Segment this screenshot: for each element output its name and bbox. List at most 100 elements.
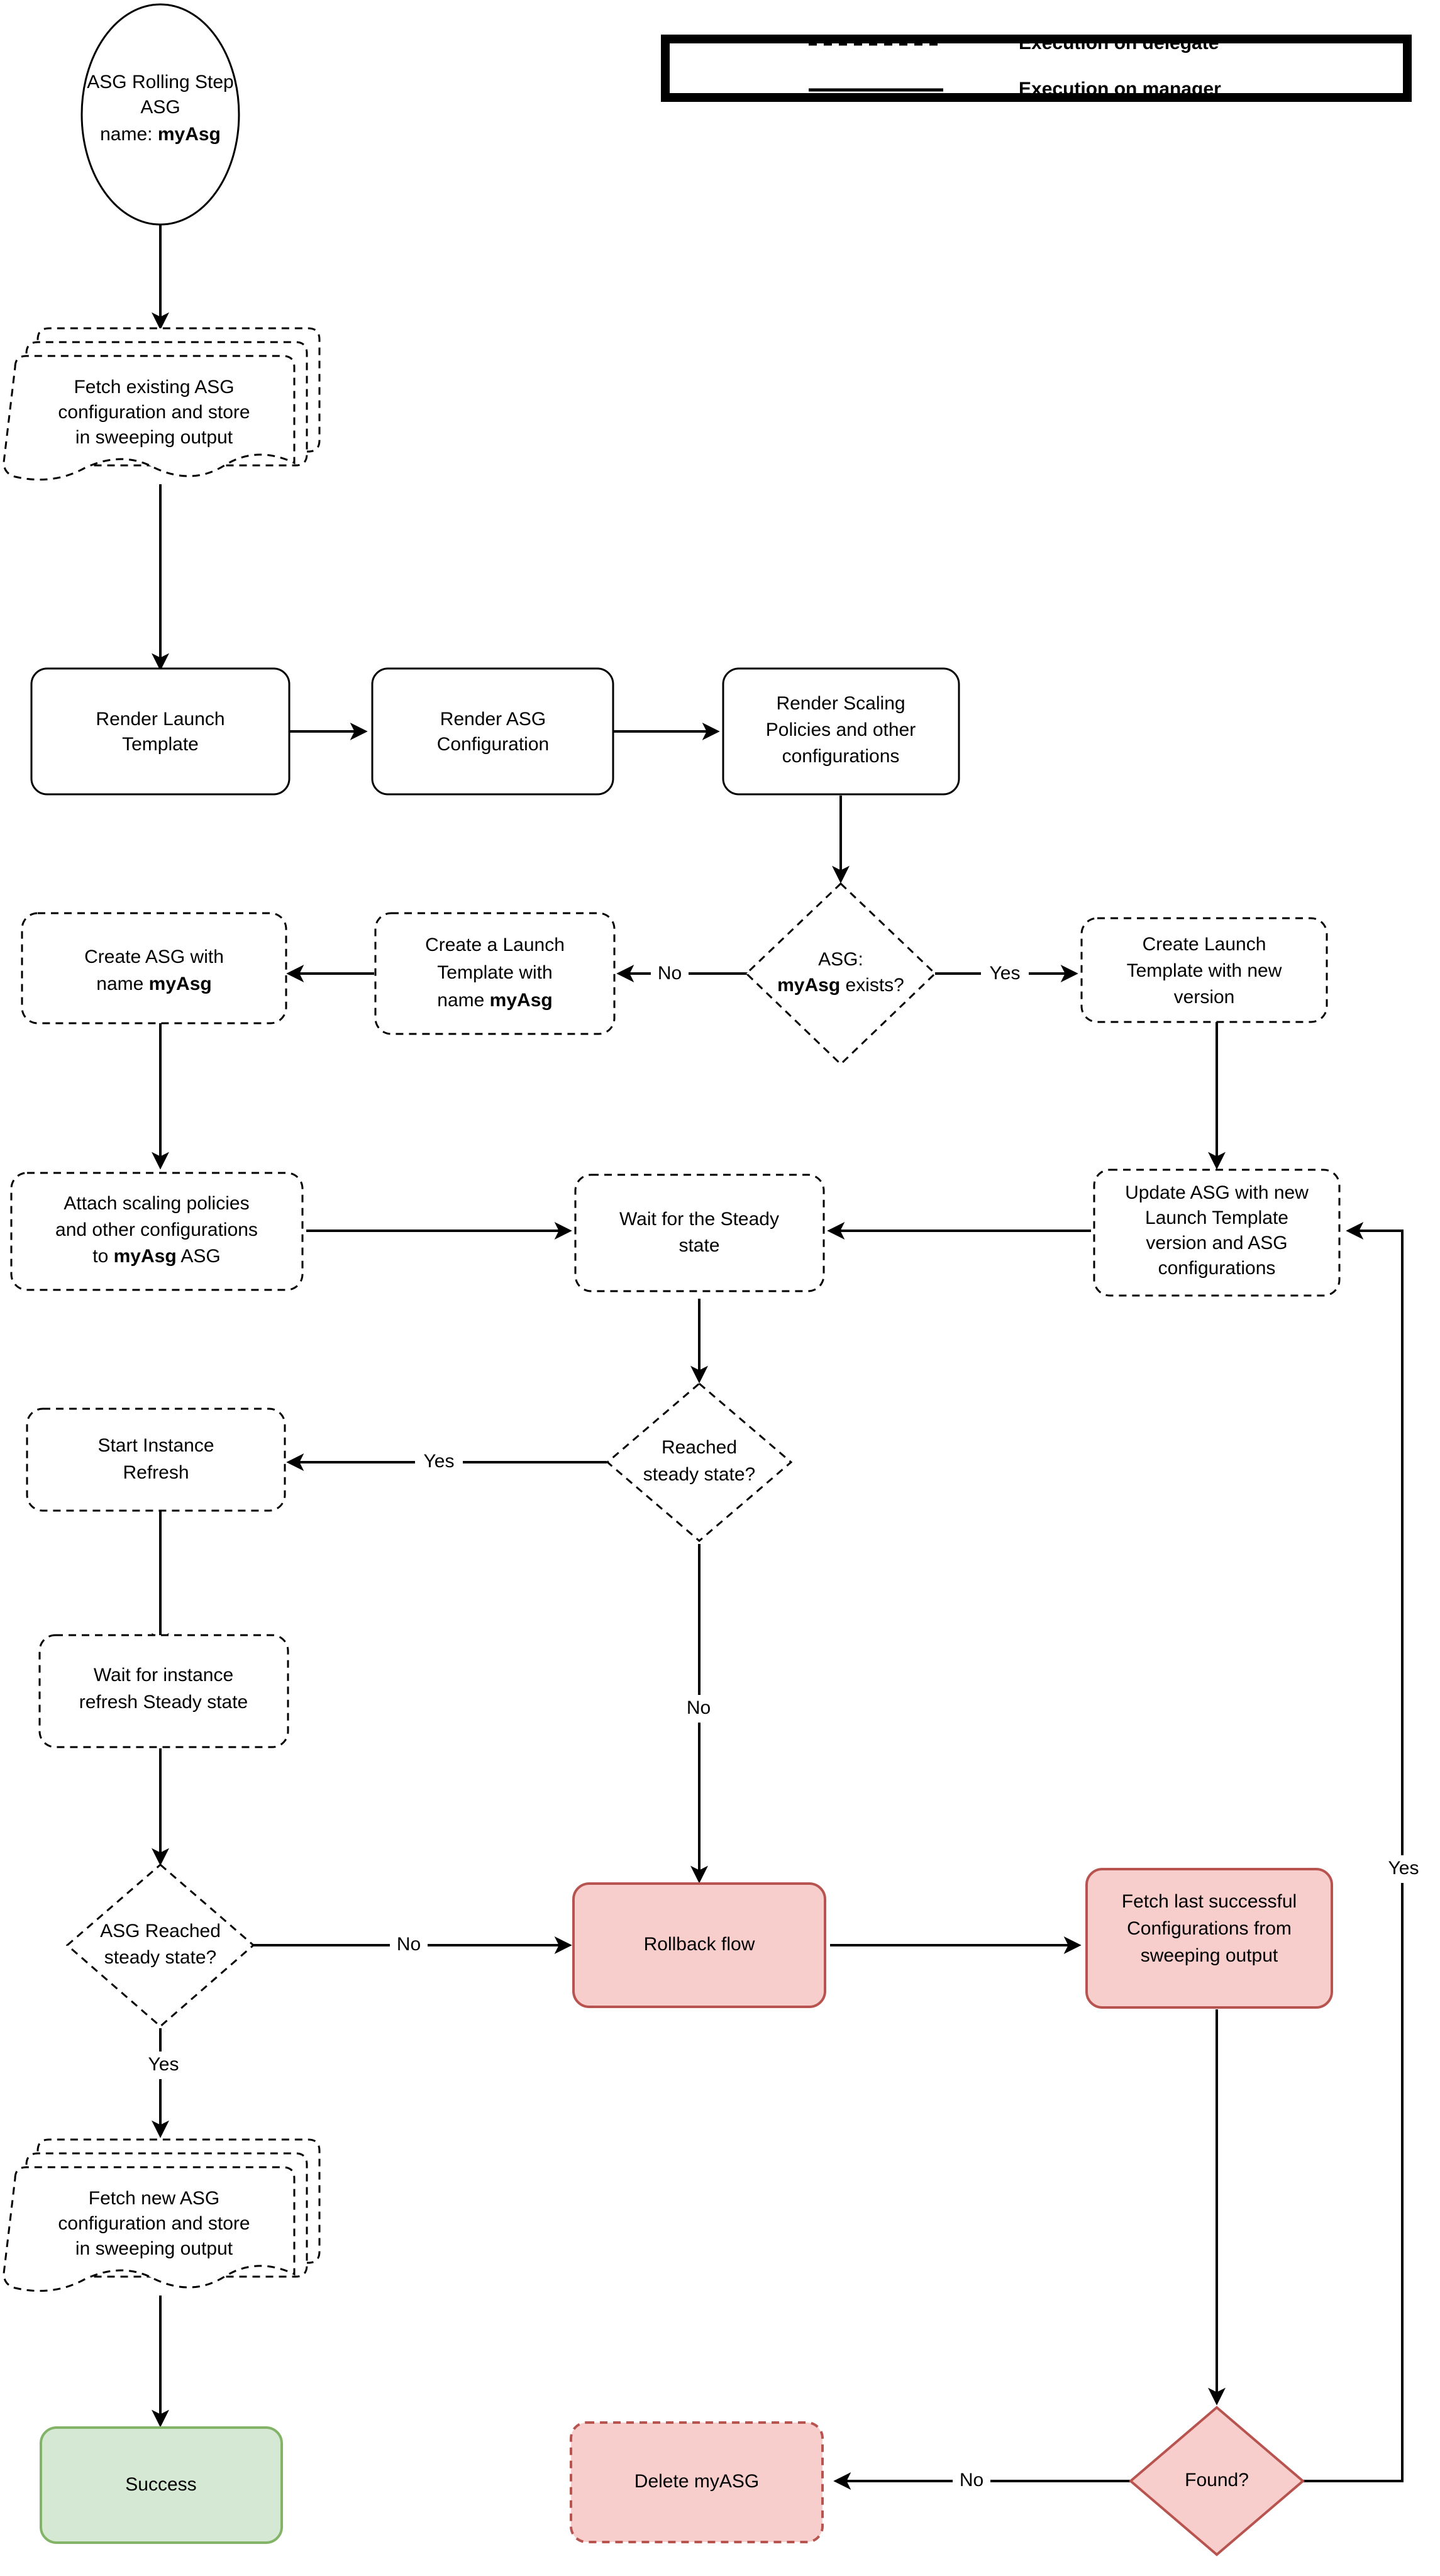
node-rollback-flow[interactable]: Rollback flow — [572, 1882, 826, 2008]
found-label: Found? — [1185, 2470, 1249, 2490]
delete-myasg-label: Delete myASG — [634, 2471, 759, 2492]
asg-reached-steady-line2: steady state? — [104, 1947, 216, 1968]
wait-instance-refresh-line2: refresh Steady state — [79, 1692, 248, 1713]
start-label-prefix: name: — [100, 124, 158, 145]
render-scaling-line3: configurations — [782, 746, 900, 767]
start-label-line2: ASG — [140, 97, 180, 118]
attach-policies-asgname: myAsg — [114, 1246, 177, 1267]
start-instance-refresh-line2: Refresh — [123, 1462, 189, 1483]
render-launch-template-box — [30, 667, 291, 796]
fetch-new-line2: configuration and store — [58, 2213, 250, 2234]
render-scaling-box — [722, 667, 960, 796]
rollback-flow-label: Rollback flow — [644, 1934, 755, 1955]
node-found-decision[interactable]: Found? — [1128, 2406, 1305, 2557]
update-asg-line1: Update ASG with new — [1125, 1182, 1309, 1203]
render-asg-config-line1: Render ASG — [440, 709, 546, 730]
create-lt-named-line3: name myAsg — [437, 990, 552, 1011]
start-label-line1: ASG Rolling Step — [87, 72, 233, 92]
legend-frame — [661, 35, 1412, 102]
fetch-existing-label-line2: configuration and store — [58, 402, 250, 423]
create-lt-named-asgname: myAsg — [490, 990, 553, 1011]
asg-reached-steady-line1: ASG Reached — [100, 1921, 221, 1941]
asg-exists-rest: exists? — [840, 975, 904, 996]
edges-layer: create a launch template --> create laun… — [152, 223, 1404, 2490]
node-fetch-last-successful[interactable]: Fetch last successful Configurations fro… — [1085, 1868, 1333, 2009]
create-asg-line2: name myAsg — [96, 974, 211, 994]
update-asg-line4: configurations — [1158, 1258, 1276, 1279]
edge-label-asgreached-yes: Yes — [148, 2054, 179, 2075]
node-render-launch-template[interactable]: Render Launch Template — [30, 667, 291, 796]
node-asg-reached-steady-decision[interactable]: ASG Reached steady state? — [65, 1863, 255, 2028]
update-asg-line3: version and ASG — [1146, 1233, 1287, 1253]
fetch-last-successful-line3: sweeping output — [1141, 1945, 1278, 1966]
legend: Execution on delegate Execution on manag… — [661, 33, 1412, 102]
asg-exists-diamond — [745, 882, 937, 1066]
fetch-existing-label-line1: Fetch existing ASG — [74, 377, 234, 397]
reached-steady-diamond — [606, 1382, 793, 1542]
node-success[interactable]: Success — [40, 2426, 283, 2544]
node-create-launch-template-named[interactable]: Create a Launch Template with name myAsg — [374, 912, 616, 1035]
render-launch-template-line1: Render Launch — [96, 709, 224, 730]
wait-instance-refresh-box — [38, 1634, 289, 1748]
node-attach-scaling-policies[interactable]: Attach scaling policies and other config… — [10, 1172, 304, 1291]
attach-policies-box — [10, 1172, 304, 1291]
edge-label-found-no: No — [960, 2470, 983, 2490]
fetch-new-line1: Fetch new ASG — [89, 2188, 219, 2209]
asg-exists-line1: ASG: — [818, 949, 863, 970]
node-wait-steady-state[interactable]: Wait for the Steady state — [574, 1174, 825, 1292]
node-start[interactable]: ASG Rolling Step ASG name: myAsg — [80, 3, 240, 226]
create-lt-named-line1: Create a Launch — [425, 935, 565, 955]
node-reached-steady-decision[interactable]: Reached steady state? — [606, 1382, 793, 1542]
node-asg-exists-decision[interactable]: ASG: myAsg exists? — [745, 882, 937, 1066]
edge-label-asgreached-no: No — [397, 1934, 421, 1955]
edge-label-reached-no: No — [687, 1697, 711, 1718]
attach-policies-line2: and other configurations — [55, 1219, 258, 1240]
create-lt-named-line2: Template with — [437, 962, 552, 983]
node-wait-instance-refresh[interactable]: Wait for instance refresh Steady state — [38, 1634, 289, 1748]
create-asg-asgname: myAsg — [149, 974, 212, 994]
start-ellipse — [80, 3, 240, 226]
start-label-asgname: myAsg — [158, 124, 221, 145]
wait-steady-line1: Wait for the Steady — [619, 1209, 779, 1230]
node-fetch-existing-asg[interactable]: Fetch existing ASG configuration and sto… — [3, 327, 321, 481]
update-asg-box — [1093, 1169, 1341, 1297]
create-lt-version-line3: version — [1174, 987, 1235, 1008]
success-label: Success — [125, 2474, 196, 2495]
node-create-asg[interactable]: Create ASG with name myAsg — [21, 912, 287, 1024]
render-launch-template-line2: Template — [122, 734, 199, 755]
success-box — [40, 2426, 283, 2544]
found-diamond — [1128, 2406, 1305, 2557]
fetch-existing-doc-front — [3, 355, 296, 481]
fetch-last-successful-line2: Configurations from — [1127, 1918, 1292, 1939]
wait-steady-line2: state — [678, 1235, 719, 1256]
create-asg-prefix: name — [96, 974, 148, 994]
asg-reached-steady-diamond — [65, 1863, 255, 2028]
render-scaling-line2: Policies and other — [766, 719, 916, 740]
wait-steady-box — [574, 1174, 825, 1292]
node-fetch-new-asg[interactable]: Fetch new ASG configuration and store in… — [3, 2138, 321, 2292]
fetch-last-successful-box — [1085, 1868, 1333, 2009]
node-create-launch-template-version[interactable]: Create Launch Template with new version — [1080, 917, 1328, 1023]
node-render-asg-configuration[interactable]: Render ASG Configuration — [371, 667, 614, 796]
wait-instance-refresh-line1: Wait for instance — [94, 1665, 233, 1685]
legend-label-delegate: Execution on delegate — [1019, 33, 1219, 53]
reached-steady-line1: Reached — [662, 1437, 737, 1458]
node-update-asg[interactable]: Update ASG with new Launch Template vers… — [1093, 1169, 1341, 1297]
start-instance-refresh-line1: Start Instance — [97, 1435, 214, 1456]
fetch-new-line3: in sweeping output — [75, 2238, 233, 2259]
render-asg-config-box — [371, 667, 614, 796]
node-render-scaling-policies[interactable]: Render Scaling Policies and other config… — [722, 667, 960, 796]
render-scaling-line1: Render Scaling — [776, 693, 905, 714]
rollback-flow-box — [572, 1882, 826, 2008]
node-start-instance-refresh[interactable]: Start Instance Refresh — [26, 1407, 286, 1512]
attach-policies-suffix: ASG — [177, 1246, 221, 1267]
attach-policies-prefix: to — [92, 1246, 113, 1267]
attach-policies-line3: to myAsg ASG — [92, 1246, 220, 1267]
create-lt-version-line2: Template with new — [1127, 960, 1282, 981]
attach-policies-line1: Attach scaling policies — [64, 1193, 249, 1214]
create-lt-version-box — [1080, 917, 1328, 1023]
edge-label-reached-yes: Yes — [424, 1451, 455, 1472]
node-delete-myasg[interactable]: Delete myASG — [570, 2421, 824, 2543]
